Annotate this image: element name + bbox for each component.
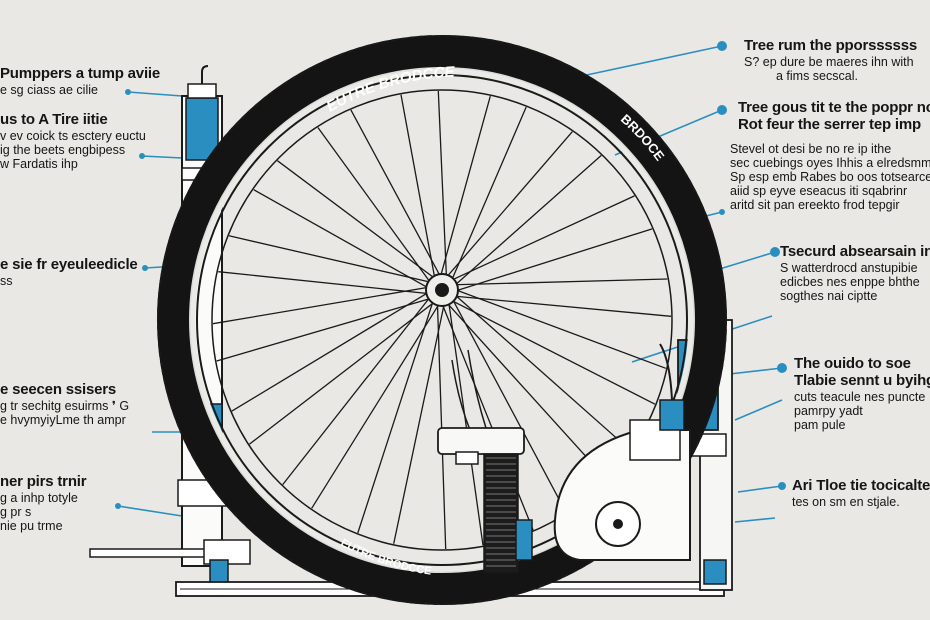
label-title: ner pirs trnir xyxy=(0,473,87,490)
label-line: ss xyxy=(0,273,13,288)
label-title: Pumppers a tump aviie xyxy=(0,65,161,82)
label-title: Stevel ot desi be no re ip ithe xyxy=(730,142,892,156)
label-line: Tlabie sennt u byihg sl xyxy=(794,371,930,389)
spoke xyxy=(442,294,672,317)
label-title: The ouido to soe xyxy=(794,355,911,372)
spoke xyxy=(439,195,635,287)
spoke xyxy=(445,286,567,513)
label-line: pamrpy yadt xyxy=(794,403,863,418)
gear-ridges xyxy=(486,457,516,567)
label-title: Tsecurd absearsain ine xyxy=(780,243,930,260)
label-tree-gous: Tree gous tit te the poppr ncc Rot feur … xyxy=(738,99,930,134)
label-tsecurd: Tsecurd absearsain ine S watterdrocd ans… xyxy=(780,243,930,303)
label-line: g tr sechitg esuirms ❜ G xyxy=(0,398,130,413)
spoke xyxy=(444,285,631,451)
label-the-ouido: The ouido to soe Tlabie sennt u byihg sl… xyxy=(794,355,930,432)
spoke xyxy=(393,290,448,544)
spoke xyxy=(249,293,446,445)
label-line: cuts teacule nes puncte xyxy=(794,389,926,404)
spoke xyxy=(443,228,653,296)
label-line: edicbes nes enppe bhthe xyxy=(780,274,920,289)
spokes xyxy=(212,90,672,550)
spoke xyxy=(317,127,439,294)
label-line: nie pu trme xyxy=(0,518,63,533)
label-ari-tloe: Ari Tloe tie tocicalte tes on sm en stja… xyxy=(792,477,930,509)
label-line: Rot feur the serrer tep imp xyxy=(738,115,921,133)
spoke xyxy=(436,96,491,290)
label-pirs-trnir: ner pirs trnir g a inhp totyle g pr s ni… xyxy=(0,473,87,533)
label-line: Sp esp emb Rabes bo oos totsearce xyxy=(730,170,930,184)
spoke xyxy=(253,189,440,295)
label-title: Ari Tloe tie tocicalte xyxy=(792,477,930,494)
spoke xyxy=(311,292,447,509)
pump-mechanism xyxy=(437,343,691,573)
label-stevel: Stevel ot desi be no re ip ithe sec cueb… xyxy=(730,142,930,212)
label-line: S watterdrocd anstupibie xyxy=(780,260,918,275)
spoke xyxy=(218,271,441,296)
label-title: us to A Tire iitie xyxy=(0,111,108,128)
label-line: aiid sp eyve eseacus iti sqabrinr xyxy=(730,184,908,198)
label-title: Tree gous tit te the poppr ncc xyxy=(738,99,930,116)
label-line: aritd sit pan ereekto frod tepgir xyxy=(730,198,900,212)
bicycle-wheel: EUTRE BRODCCE BRDOCE EUTRE BRODCCE xyxy=(157,35,727,605)
leader-lines xyxy=(117,45,783,523)
label-title: Tree rum the pporssssss xyxy=(744,37,917,54)
label-seecen-ssisers: e seecen ssisers g tr sechitg esuirms ❜ … xyxy=(0,381,130,427)
spoke xyxy=(400,94,438,292)
spoke xyxy=(216,294,444,362)
label-line: S? ep dure be maeres ihn with xyxy=(744,54,914,69)
label-line: tes on sm en stjale. xyxy=(792,494,900,509)
label-tire-iitie: us to A Tire iitie v ev coick ts esctery… xyxy=(0,111,146,171)
label-line: e sg ciass ae cilie xyxy=(0,82,98,97)
leader-dots xyxy=(115,41,787,509)
label-line: v ev coick ts esctery euctu xyxy=(0,128,146,143)
label-title: e sie fr eyeuleedicle xyxy=(0,256,138,273)
label-line: sogthes nai ciptte xyxy=(780,288,878,303)
label-line: w Fardatis ihp xyxy=(0,156,78,171)
label-pump-aviie: Pumppers a tump aviie e sg ciass ae cili… xyxy=(0,65,161,97)
label-line: ig the beets engbipess xyxy=(0,142,126,157)
label-line: a fims secscal. xyxy=(776,68,858,83)
label-title: e seecen ssisers xyxy=(0,381,117,398)
label-line: sec cuebings oyes Ihhis a elredsmmac xyxy=(730,156,930,170)
label-tree-rum: Tree rum the pporssssss S? ep dure be ma… xyxy=(744,37,917,83)
label-line: g pr s xyxy=(0,504,32,519)
spoke xyxy=(437,131,573,288)
label-eyeuleedicle: e sie fr eyeuleedicle ss xyxy=(0,256,138,288)
label-line: pam pule xyxy=(794,417,846,432)
label-line: e hvymyiyLme th ampr xyxy=(0,412,126,427)
label-line: g a inhp totyle xyxy=(0,490,78,505)
